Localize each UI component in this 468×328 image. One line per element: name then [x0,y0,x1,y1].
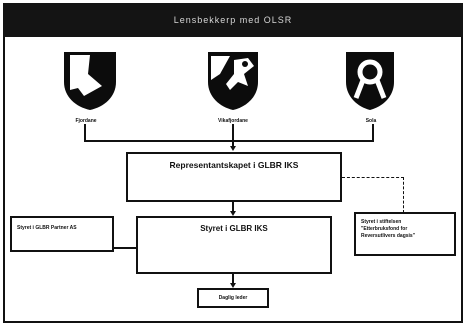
daglig-leder-box: Daglig leder [197,288,269,308]
connector-middle-down [232,124,234,141]
logo-caption-left: Fjordane [75,118,97,124]
connector-left-down [84,124,86,141]
chart-title: Lensbekkerp med OLSR [173,15,293,25]
connector-partner [114,247,136,249]
arrow-to-styret [230,211,236,216]
styret-stiftelsen-label: Styret i stiftelsen "Etterbruksfond for … [361,219,454,240]
logo-caption-middle: Vikafjordane [218,118,248,124]
skier-shield-icon [208,52,258,110]
dashed-link-vertical [403,177,404,213]
styret-stiftelsen-box: Styret i stiftelsen "Etterbruksfond for … [354,212,456,256]
left-shield-icon [64,52,116,110]
connector-right-down [372,124,374,141]
styret-box: Styret i GLBR IKS [136,216,332,274]
arrow-to-rep [230,146,236,151]
styret-partner-box: Styret i GLBR Partner AS [10,216,114,252]
ribbon-shield-icon [346,52,394,110]
dashed-link-horizontal [342,177,404,178]
stiftelsen-line-3: Reversutlivers dagsis" [361,233,416,239]
daglig-leder-label: Daglig leder [218,295,248,301]
stiftelsen-line-2: "Etterbruksfond for [361,226,408,232]
styret-label: Styret i GLBR IKS [200,224,268,233]
stiftelsen-line-1: Styret i stiftelsen [361,219,402,225]
arrow-to-leder [230,283,236,288]
connector-bus [84,140,374,142]
title-bar: Lensbekkerp med OLSR [3,3,463,37]
logo-caption-right: Sola [365,118,377,124]
connector-bus-to-rep [232,140,234,147]
connector-rep-to-styret [232,202,234,212]
connector-styret-to-leder [232,274,234,284]
representantskap-box: Representantskapet i GLBR IKS [126,152,342,202]
representantskap-label: Representantskapet i GLBR IKS [169,160,299,170]
styret-partner-label: Styret i GLBR Partner AS [17,225,77,231]
